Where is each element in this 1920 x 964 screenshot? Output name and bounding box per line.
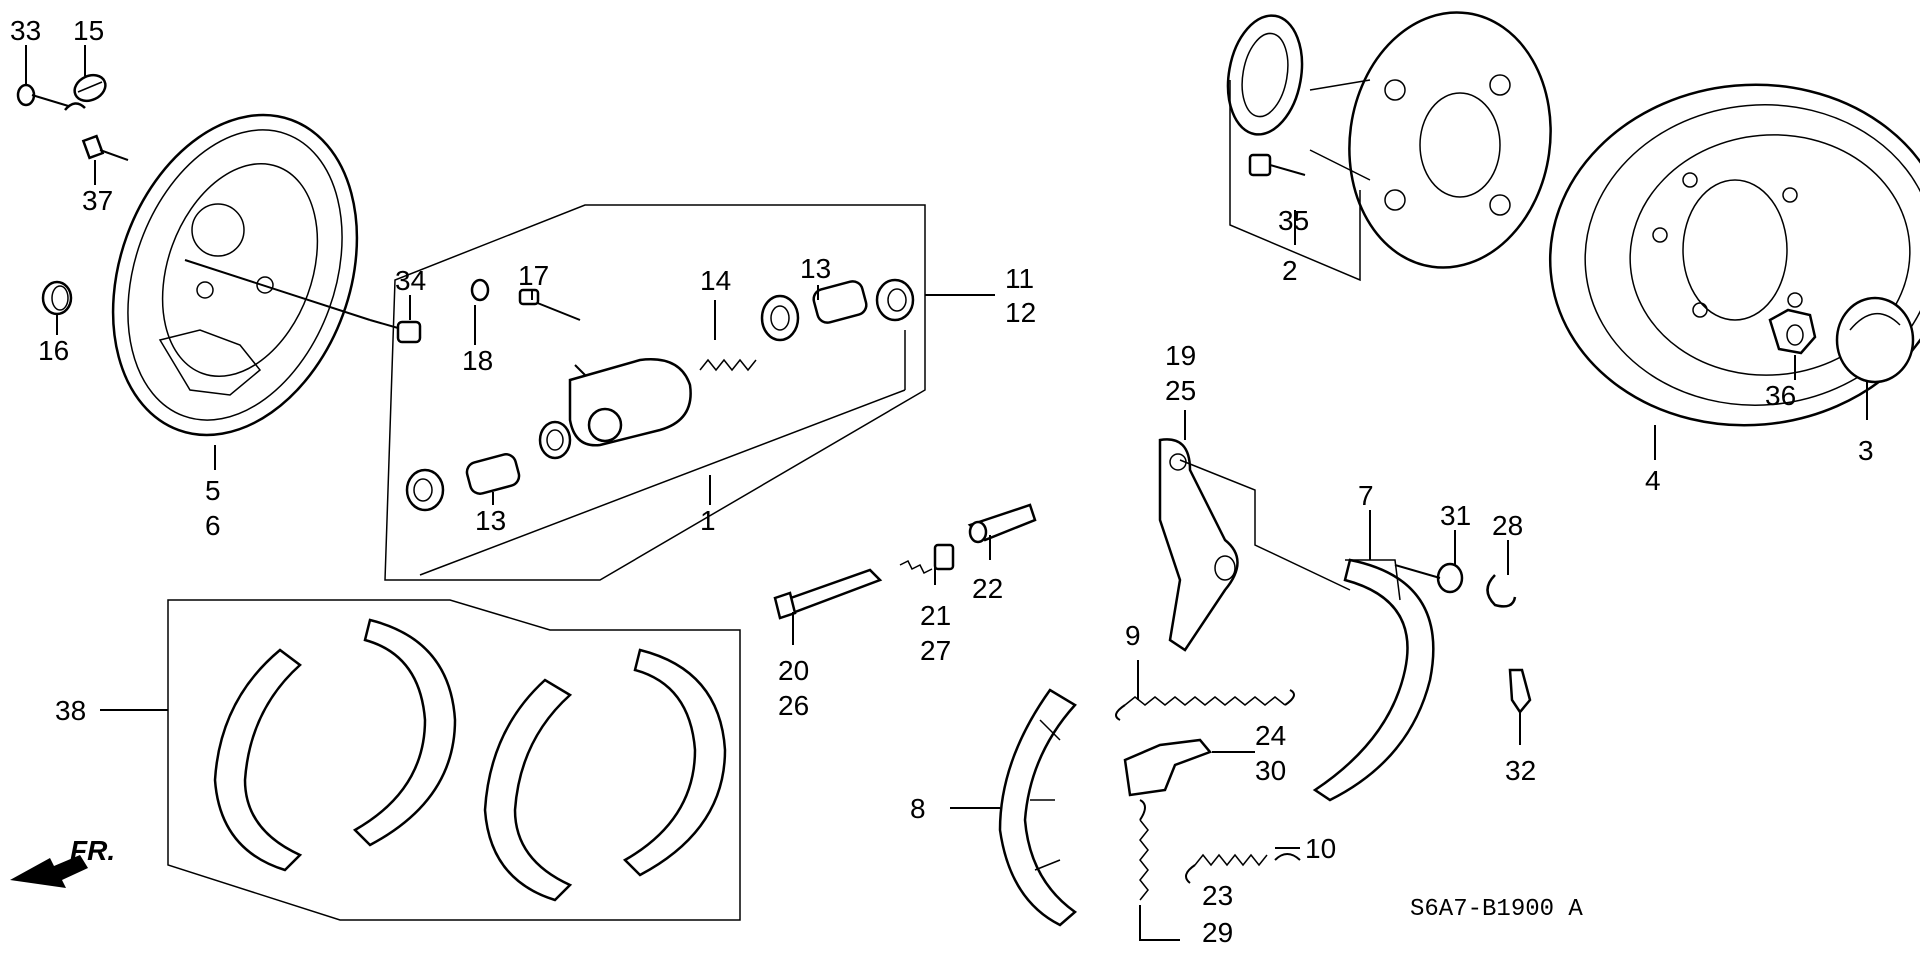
shoe-7 (1312, 558, 1435, 802)
cup-right (875, 278, 915, 322)
bolt-33 (16, 83, 86, 111)
boot-right (760, 294, 800, 342)
label-13-right: 13 (800, 253, 831, 284)
nut-36 (1768, 308, 1817, 355)
callout-labels: 33 15 37 16 5 6 34 18 17 14 13 13 11 12 … (10, 15, 1874, 948)
parking-lever (1158, 438, 1351, 652)
label-16: 16 (38, 335, 69, 366)
shoe-8 (998, 688, 1078, 927)
label-11: 11 (1005, 263, 1034, 294)
boot-left (538, 420, 572, 460)
diagram-code: S6A7-B1900 A (1410, 896, 1583, 923)
label-27: 27 (920, 635, 951, 666)
label-21: 21 (920, 600, 951, 631)
label-28: 28 (1492, 510, 1523, 541)
label-7: 7 (1358, 480, 1374, 511)
bleeder-screw-17 (518, 288, 581, 321)
adjuster-screw (899, 543, 955, 575)
wheel-cylinder-body (568, 358, 692, 447)
label-5: 5 (205, 475, 221, 506)
label-14: 14 (700, 265, 731, 296)
label-23: 23 (1202, 880, 1233, 911)
label-35: 35 (1278, 205, 1309, 236)
label-4: 4 (1645, 465, 1661, 496)
spring-23 (1139, 799, 1170, 941)
label-38: 38 (55, 695, 86, 726)
cap-3 (1835, 296, 1915, 384)
label-22: 22 (972, 573, 1003, 604)
brake-drum (1548, 83, 1920, 427)
label-25: 25 (1165, 375, 1196, 406)
bolt-34 (184, 259, 422, 344)
label-12: 12 (1005, 297, 1036, 328)
label-29: 29 (1202, 917, 1233, 948)
label-9: 9 (1125, 620, 1141, 651)
spring-14 (699, 358, 757, 372)
leader-lines (25, 45, 1868, 941)
label-3: 3 (1858, 435, 1874, 466)
label-24: 24 (1255, 720, 1286, 751)
label-10: 10 (1305, 833, 1336, 864)
label-18: 18 (462, 345, 493, 376)
label-33: 33 (10, 15, 41, 46)
washer-31 (1394, 562, 1464, 594)
cup-left (405, 468, 445, 512)
hub-assembly (1226, 11, 1552, 282)
label-30: 30 (1255, 755, 1286, 786)
clip-32 (1508, 668, 1532, 715)
adjuster-socket (967, 503, 1037, 544)
piston-13-right (812, 280, 868, 324)
grommet-15 (73, 73, 107, 103)
front-arrow-icon (10, 855, 88, 888)
lever-24 (1123, 738, 1213, 797)
label-32: 32 (1505, 755, 1536, 786)
label-15: 15 (73, 15, 104, 46)
label-17: 17 (518, 260, 549, 291)
spring-9 (1115, 689, 1295, 721)
label-2: 2 (1282, 255, 1298, 286)
label-19: 19 (1165, 340, 1196, 371)
label-34: 34 (395, 265, 426, 296)
label-6: 6 (205, 510, 221, 541)
spring-10 (1185, 853, 1301, 884)
label-13-left: 13 (475, 505, 506, 536)
label-8: 8 (910, 793, 926, 824)
cap-16 (41, 280, 73, 316)
piston-13-left (465, 453, 521, 495)
label-26: 26 (778, 690, 809, 721)
label-37: 37 (82, 185, 113, 216)
label-20: 20 (778, 655, 809, 686)
clip-28 (1486, 574, 1517, 608)
shoe-set-box (167, 599, 741, 921)
fr-label: FR. (70, 835, 115, 866)
label-1: 1 (700, 505, 716, 536)
wheel-cylinder-group (384, 204, 926, 581)
label-36: 36 (1765, 380, 1796, 411)
label-31: 31 (1440, 500, 1471, 531)
adjuster-rod (773, 568, 883, 620)
bleeder-37 (81, 134, 129, 161)
backing-plate (111, 113, 359, 437)
